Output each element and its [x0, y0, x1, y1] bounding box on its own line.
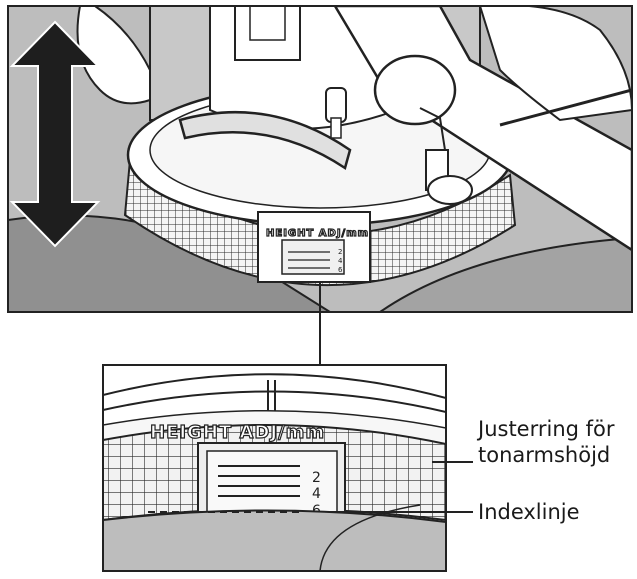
dial-label-small: HEIGHT ADJ/mm: [266, 228, 369, 239]
overview-panel: HEIGHT ADJ/mm 2 4 6: [8, 6, 632, 312]
scale-mark-2-small: 2: [338, 248, 342, 256]
callout-index-line: Indexlinje: [478, 500, 580, 524]
detail-frame: [102, 364, 447, 572]
callout-ring-line2: tonarmshöjd: [478, 443, 610, 467]
scale-mark-6-small: 6: [338, 266, 343, 274]
dial-label: HEIGHT ADJ/mm: [150, 422, 325, 443]
scale-mark-4-small: 4: [338, 257, 343, 265]
callout-ring-line1: Justerring för: [476, 417, 615, 441]
scale-mark-2: 2: [312, 470, 321, 486]
detail-panel: 2 4 6 HEIGHT ADJ/mm: [103, 365, 446, 571]
scale-mark-4: 4: [312, 486, 321, 502]
up-down-arrow-icon: [9, 20, 101, 248]
